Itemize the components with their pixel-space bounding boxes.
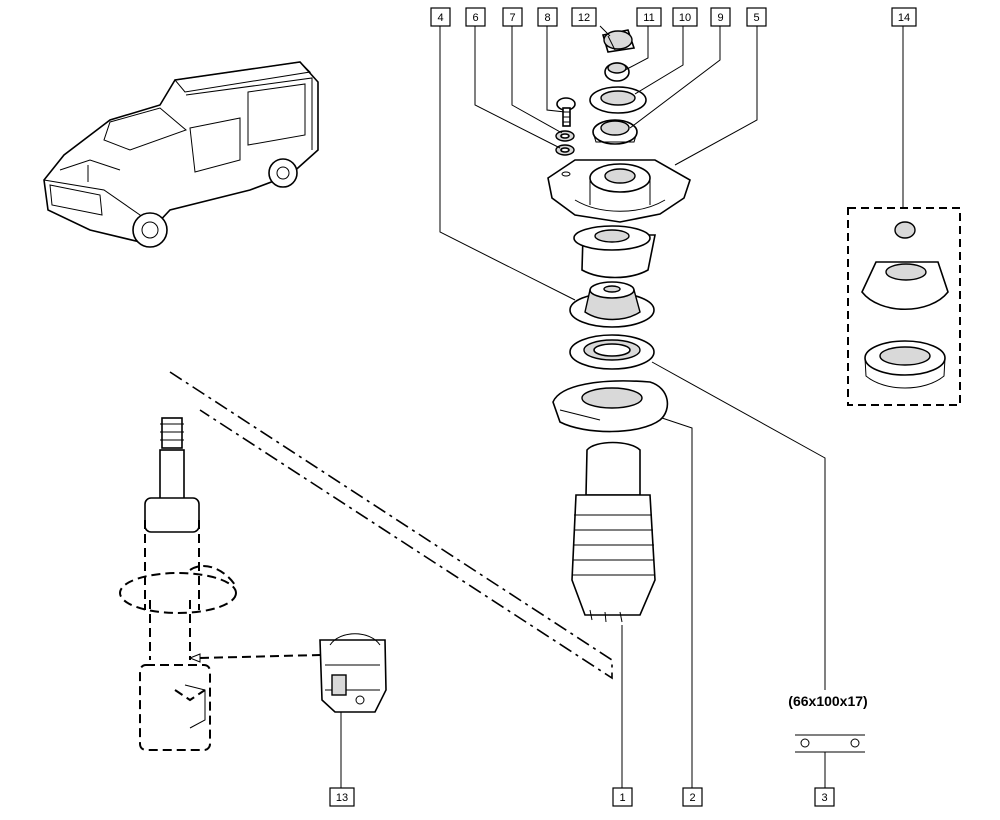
- callout-9: 9: [710, 7, 731, 27]
- part-1-bump-stop-bellows: [571, 441, 656, 788]
- upper-spring-seat: [573, 225, 656, 279]
- bearing-dimension-label: (66x100x17): [788, 693, 867, 709]
- part-14-kit: [847, 207, 961, 406]
- svg-text:11: 11: [643, 12, 654, 24]
- callout-10: 10: [672, 7, 698, 27]
- svg-text:4: 4: [437, 12, 443, 24]
- svg-text:2: 2: [689, 792, 695, 804]
- strut-assembly: [119, 417, 321, 751]
- svg-text:7: 7: [509, 12, 515, 24]
- part-12-cap: [601, 29, 636, 53]
- svg-text:1: 1: [619, 792, 625, 804]
- part-7-washer: [555, 130, 575, 142]
- callout-2: 2: [682, 787, 703, 807]
- part-5-top-mount: [547, 159, 691, 223]
- svg-text:5: 5: [753, 12, 759, 24]
- svg-text:13: 13: [336, 792, 348, 804]
- bearing-symbol: [795, 734, 865, 788]
- callout-5: 5: [746, 7, 767, 27]
- part-2-lower-seat: [552, 380, 669, 433]
- callout-13: 13: [329, 787, 355, 807]
- part-4-spring-seat: [569, 281, 655, 328]
- svg-text:3: 3: [821, 792, 827, 804]
- svg-text:6: 6: [472, 12, 478, 24]
- callout-14: 14: [891, 7, 917, 27]
- callout-11: 11: [636, 7, 662, 27]
- leader-lines: [439, 25, 904, 788]
- part-11-nut: [604, 62, 630, 82]
- brake-hose-bracket: [319, 633, 387, 788]
- callout-3: 3: [814, 787, 835, 807]
- van-illustration: [43, 61, 319, 248]
- callout-6: 6: [465, 7, 486, 27]
- svg-text:8: 8: [544, 12, 550, 24]
- svg-text:14: 14: [898, 12, 910, 24]
- callout-8: 8: [537, 7, 558, 27]
- svg-text:9: 9: [717, 12, 723, 24]
- part-9-cup: [592, 119, 638, 145]
- svg-text:12: 12: [578, 12, 590, 24]
- callout-1: 1: [612, 787, 633, 807]
- part-3-bearing: [569, 334, 655, 370]
- svg-text:10: 10: [679, 12, 691, 24]
- part-6-washer: [555, 144, 575, 156]
- part-10-washer: [589, 86, 647, 114]
- callout-12: 12: [571, 7, 597, 27]
- callout-4: 4: [430, 7, 451, 27]
- callout-7: 7: [502, 7, 523, 27]
- reference-outline: [169, 371, 613, 680]
- part-8-bolt: [556, 97, 576, 127]
